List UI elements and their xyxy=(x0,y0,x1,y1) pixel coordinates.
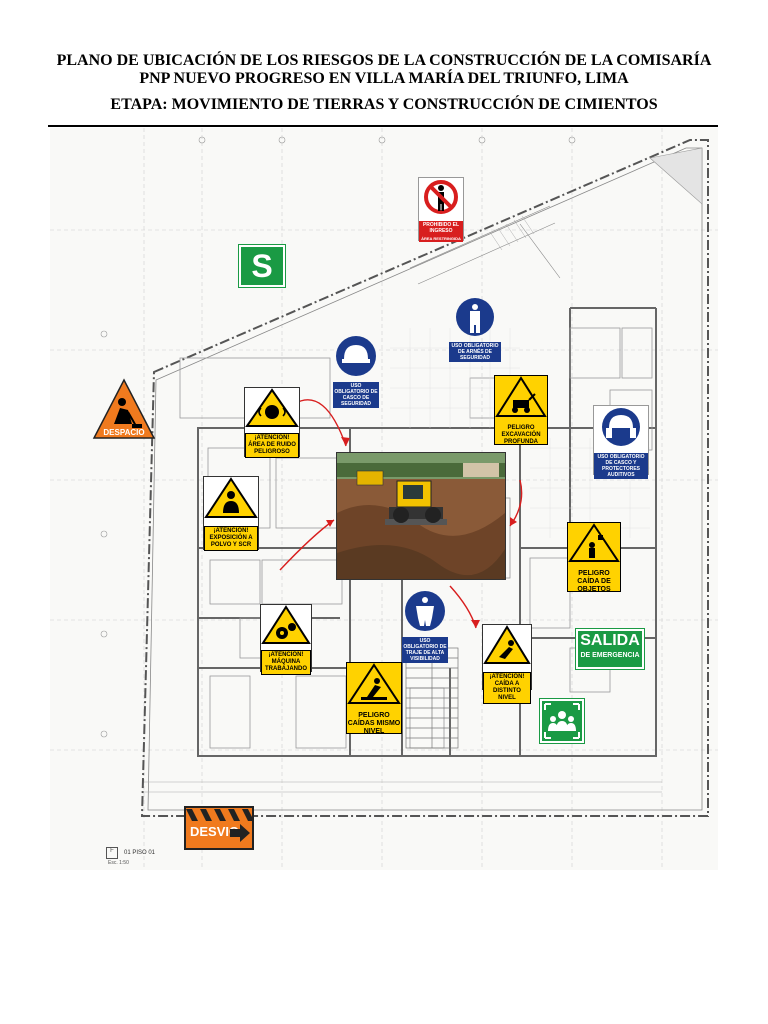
tripping-person-icon xyxy=(347,663,401,704)
arrow-right-icon xyxy=(230,824,250,842)
hi-vis-suit-icon xyxy=(405,591,445,631)
slow-down-sign: DESPACIO xyxy=(92,378,156,448)
worker-triangle-icon xyxy=(92,378,156,439)
ear-protection-sign: USO OBLIGATORIO DE CASCO Y PROTECTORES A… xyxy=(593,405,649,479)
exit-label: SALIDA xyxy=(580,632,640,649)
excavation-icon xyxy=(495,376,547,417)
detour-stripes-icon xyxy=(186,809,252,821)
stage-title: ETAPA: MOVIMIENTO DE TIERRAS Y CONSTRUCC… xyxy=(110,96,658,113)
high-visibility-suit-sign: USO OBLIGATORIO DE TRAJE DE ALTA VISIBIL… xyxy=(402,590,448,663)
assembly-point-icon xyxy=(544,703,580,739)
safe-zone-sign: S xyxy=(238,244,286,288)
title-divider xyxy=(48,125,718,127)
high-visibility-suit-label: USO OBLIGATORIO DE TRAJE DE ALTA VISIBIL… xyxy=(402,637,448,663)
falling-objects-icon xyxy=(568,523,620,562)
fall-same-level-sign: PELIGRO CAÍDAS MISMO NIVEL xyxy=(346,662,402,735)
slow-down-label: DESPACIO xyxy=(103,428,145,437)
gears-icon xyxy=(261,605,311,644)
dust-exposure-label: ¡ATENCIÓN! EXPOSICIÓN A POLVO Y SCR xyxy=(204,526,258,551)
plan-title-line1: PLANO DE UBICACIÓN DE LOS RIESGOS DE LA … xyxy=(56,52,712,69)
falling-objects-label: PELIGRO CAÍDA DE OBJETOS xyxy=(577,570,611,593)
falling-person-icon xyxy=(483,625,531,664)
assembly-point-sign xyxy=(539,698,585,744)
dust-icon xyxy=(204,477,258,518)
no-entry-label: PROHIBIDO EL INGRESO xyxy=(419,221,463,235)
detour-sign: DESVIO xyxy=(184,806,254,850)
drawing-scale: Esc. 1:50 xyxy=(108,860,129,866)
drawing-code: 01 PISO 01 xyxy=(124,850,156,856)
harness-required-label: USO OBLIGATORIO DE ARNÉS DE SEGURIDAD xyxy=(449,342,501,362)
no-entry-icon xyxy=(424,180,458,214)
helmet-required-sign: USO OBLIGATORIO DE CASCO DE SEGURIDAD xyxy=(333,335,379,408)
machine-working-sign: ¡ATENCIÓN! MÁQUINA TRABAJANDO xyxy=(260,604,312,675)
noise-warning-sign: ¡ATENCIÓN! ÁREA DE RUIDO PELIGROSO xyxy=(244,387,300,458)
helmet-required-label: USO OBLIGATORIO DE CASCO DE SEGURIDAD xyxy=(333,382,379,408)
excavation-photo xyxy=(336,452,506,580)
noise-warning-label: ¡ATENCIÓN! ÁREA DE RUIDO PELIGROSO xyxy=(245,433,299,458)
machine-working-label: ¡ATENCIÓN! MÁQUINA TRABAJANDO xyxy=(261,650,311,675)
fall-same-level-label: PELIGRO CAÍDAS MISMO NIVEL xyxy=(347,712,401,735)
plan-title-line2: PNP NUEVO PROGRESO EN VILLA MARÍA DEL TR… xyxy=(139,70,629,87)
exit-sublabel: DE EMERGENCIA xyxy=(580,652,640,659)
fall-different-level-sign: ¡ATENCIÓN! CAÍDA A DISTINTO NIVEL xyxy=(482,624,532,704)
detour-label: DESVIO xyxy=(190,824,240,839)
noise-icon xyxy=(245,388,299,427)
emergency-exit-sign: SALIDA DE EMERGENCIA xyxy=(575,628,645,670)
falling-objects-sign: PELIGRO CAÍDA DE OBJETOS xyxy=(567,522,621,593)
helmet-icon xyxy=(336,336,376,376)
no-entry-sign: PROHIBIDO EL INGRESO ÁREA RESTRINGIDA xyxy=(418,177,464,242)
ear-protection-icon xyxy=(602,408,640,446)
fall-different-level-label: ¡ATENCIÓN! CAÍDA A DISTINTO NIVEL xyxy=(483,672,531,704)
deep-excavation-label: PELIGRO EXCAVACIÓN PROFUNDA xyxy=(501,425,541,445)
ear-protection-label: USO OBLIGATORIO DE CASCO Y PROTECTORES A… xyxy=(594,453,648,479)
deep-excavation-sign: PELIGRO EXCAVACIÓN PROFUNDA xyxy=(494,375,548,445)
harness-icon xyxy=(456,298,494,336)
no-entry-sublabel: ÁREA RESTRINGIDA xyxy=(419,235,463,242)
dust-exposure-sign: ¡ATENCIÓN! EXPOSICIÓN A POLVO Y SCR xyxy=(203,476,259,551)
sheet-marker: F xyxy=(106,847,118,859)
harness-required-sign: USO OBLIGATORIO DE ARNÉS DE SEGURIDAD xyxy=(449,297,501,362)
